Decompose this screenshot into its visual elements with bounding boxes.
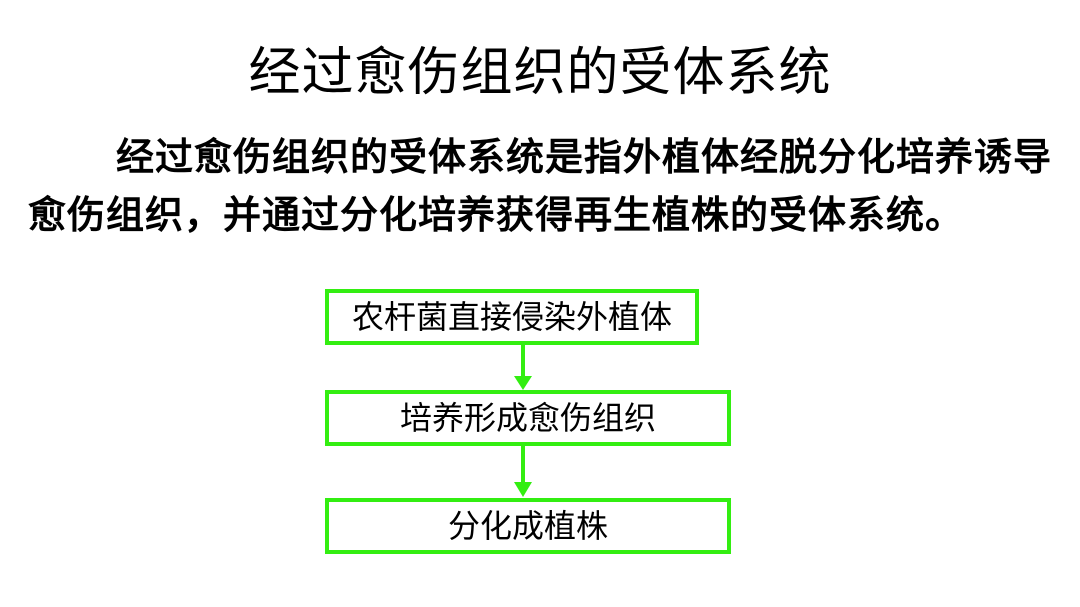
- flow-step-label: 农杆菌直接侵染外植体: [351, 298, 672, 336]
- flow-step-label: 分化成植株: [447, 507, 608, 545]
- arrow-1-head: [514, 376, 532, 390]
- slide-title: 经过愈伤组织的受体系统: [248, 43, 832, 103]
- flow-step-callus-formation: 培养形成愈伤组织: [325, 390, 731, 446]
- arrow-2-head: [514, 482, 532, 497]
- flow-step-plant-differentiation: 分化成植株: [325, 498, 731, 554]
- flow-step-label: 培养形成愈伤组织: [399, 399, 656, 437]
- definition-paragraph: 经过愈伤组织的受体系统是指外植体经脱分化培养诱导愈伤组织，并通过分化培养获得再生…: [28, 135, 1053, 237]
- flow-step-infect-explant: 农杆菌直接侵染外植体: [325, 289, 699, 345]
